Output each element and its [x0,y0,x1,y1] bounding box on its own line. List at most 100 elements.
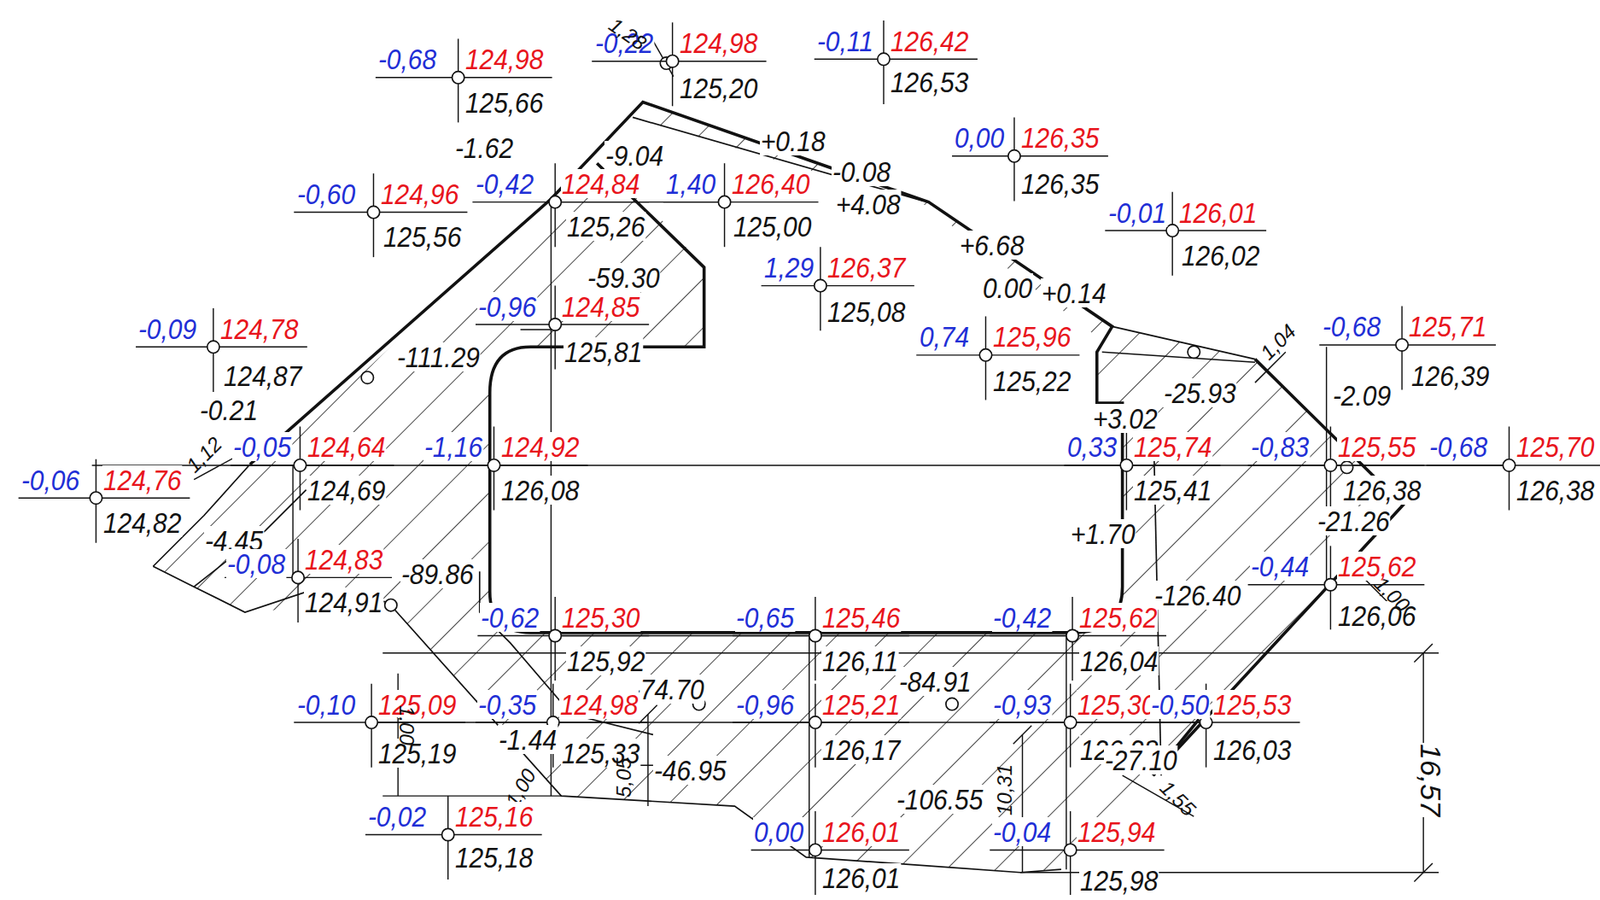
annotation-value: +3.02 [1091,403,1158,433]
station-leader [1064,464,1221,466]
station-point [293,459,306,472]
station-leader [293,211,468,213]
station-leader [475,721,648,723]
design-elevation: 126,37 [826,252,906,282]
station-leader [421,464,589,466]
cut-fill-value: -0,04 [992,817,1052,847]
cut-fill-value: -0,02 [367,801,427,831]
annotation-value: +1.70 [1069,519,1136,549]
annotation-value: 126,38 [1342,475,1422,505]
cut-fill-value: -0,10 [296,689,357,719]
annotation-value: +6.68 [958,230,1025,260]
station-leader [293,721,466,723]
design-elevation: 124,98 [464,44,544,74]
annotation-value: -84.91 [898,666,973,696]
cut-fill-value: 0,74 [918,321,970,351]
design-elevation: 124,84 [560,169,641,199]
station-point [1064,716,1077,729]
annotation-value: -0.21 [198,395,259,425]
station-point [814,279,827,292]
design-elevation: 126,40 [730,169,811,199]
annotation-value: 125,56 [382,221,462,252]
station-point [1395,338,1408,351]
design-elevation: 125,62 [1078,602,1158,632]
annotation-value: 0.00 [981,273,1034,303]
station-point [548,195,561,208]
station-leader [230,464,394,466]
annotation-value: 125,98 [1079,865,1159,895]
station-point [1008,150,1021,163]
annotation-value: +0.14 [1040,278,1107,308]
cut-fill-value: -0,06 [20,465,81,495]
cut-fill-value: 0,00 [753,817,805,847]
cut-fill-value: -1,16 [423,432,484,462]
cut-fill-value: 1,40 [665,169,717,199]
station-point [877,52,890,65]
design-elevation: 125,55 [1337,432,1417,462]
annotation-value: 125,20 [678,73,759,103]
annotation-value: 124,87 [222,361,303,391]
station-point [809,716,822,729]
annotation-value: -2.09 [1331,380,1392,410]
design-elevation: 126,01 [821,817,901,847]
station-point [665,55,678,68]
station-point [442,828,455,841]
station-point [1120,459,1133,472]
cut-fill-value: -0,50 [1150,689,1210,719]
station-point [979,349,992,362]
station-point [89,491,102,504]
annotation-value: -74.70 [630,674,706,704]
cut-fill-value: -0,65 [735,602,795,632]
dimension-text: 5,05 [613,756,635,799]
cut-fill-value: -0,68 [1321,311,1382,341]
station-point [1066,629,1079,642]
building-outline [250,102,1403,777]
annotation-value: 124,82 [102,508,182,538]
station-point [548,318,561,331]
annotation-value: 125,22 [992,366,1072,396]
annotation-value: -46.95 [653,755,728,785]
annotation-value: 126,17 [821,735,901,765]
design-elevation: 125,96 [992,321,1072,351]
design-elevation: 126,42 [889,26,970,56]
annotation-value: 124,91 [303,587,384,617]
station-leader [761,285,915,287]
station-leader [477,635,649,637]
station-leader [916,354,1080,356]
design-elevation: 125,30 [560,602,641,632]
design-elevation: 124,78 [219,314,299,344]
dimension-text: 1,00 [396,704,417,747]
annotation-value: -89.86 [400,559,475,589]
design-elevation: 124,98 [559,689,639,719]
cut-fill-value: -0,96 [477,291,538,322]
design-elevation: 124,64 [306,432,386,462]
station-point [207,340,220,353]
station-point [548,629,561,642]
design-elevation: 125,46 [821,602,901,632]
annotation-value: 125,08 [826,297,906,327]
annotation-value: 126,08 [500,475,580,505]
annotation-value: 126,11 [821,646,900,676]
design-elevation: 125,16 [454,801,534,831]
annotation-value: 126,35 [1020,169,1100,199]
annotation-value: -106.55 [895,784,984,814]
design-elevation: 125,74 [1132,432,1213,462]
cut-fill-value: -0,62 [479,602,540,632]
station-point [1166,224,1179,237]
design-elevation: 125,71 [1407,311,1488,341]
dimension-text: 1,55 [1156,776,1200,820]
annotation-value: 125,26 [566,211,646,241]
design-elevation: 125,62 [1337,551,1417,581]
cut-fill-value: -0,83 [1249,432,1310,462]
annotation-value: 126,04 [1079,646,1159,676]
design-elevation: 124,98 [678,28,759,58]
design-elevation: 125,21 [821,689,901,719]
annotation-value: -1.44 [497,724,558,754]
annotation-value: +0.18 [759,126,826,156]
hatched-area [152,102,1403,873]
cut-fill-value: 0,00 [953,122,1005,152]
cut-fill-value: -0,96 [735,689,795,719]
annotation-value: -111.29 [396,342,481,372]
cut-fill-value: -0,44 [1249,551,1310,581]
